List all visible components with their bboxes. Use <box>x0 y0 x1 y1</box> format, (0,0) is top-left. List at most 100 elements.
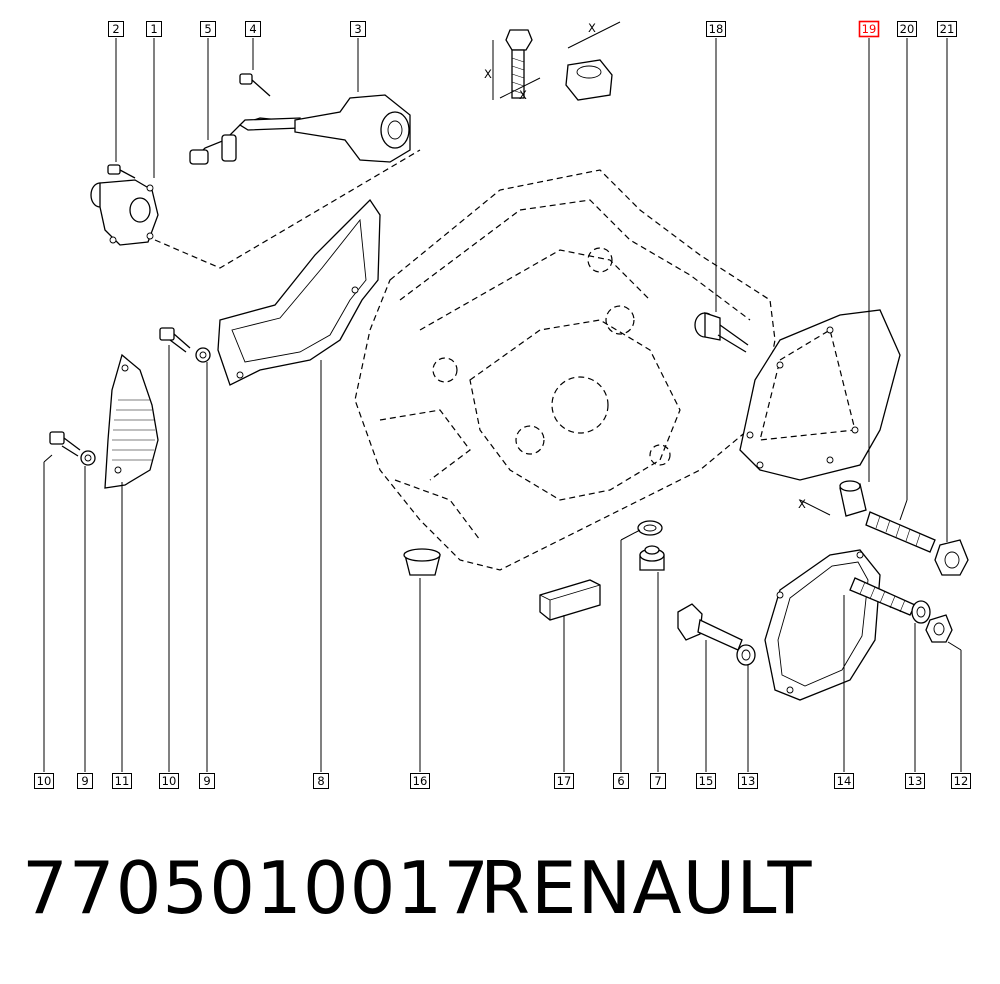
callout-15: 15 <box>696 773 716 789</box>
callout-number: 15 <box>699 774 714 788</box>
callout-13b: 13 <box>905 773 925 789</box>
gearbox-housing <box>354 169 776 571</box>
callout-3: 3 <box>350 21 366 37</box>
callout-number: 9 <box>203 774 210 788</box>
nut-dimension-detail <box>565 21 621 101</box>
washer-13b-hole <box>916 606 926 618</box>
callout-number: 3 <box>354 22 361 36</box>
washer-13a-hole <box>741 649 751 661</box>
callout-box <box>200 21 216 37</box>
dimension-x-label: X <box>588 21 596 35</box>
callout-box <box>706 21 726 37</box>
callout-number: 9 <box>81 774 88 788</box>
callout-11: 11 <box>112 773 132 789</box>
dimension-x-label: X <box>519 88 527 102</box>
brand-name: RENAULT <box>480 846 813 930</box>
cover-plate-lower <box>764 549 881 701</box>
callout-number: 1 <box>150 22 157 36</box>
part-number: 7705010017 <box>22 846 491 930</box>
callout-box <box>159 773 179 789</box>
callout-number: 16 <box>413 774 428 788</box>
plug-16 <box>403 548 441 576</box>
stud-14 <box>849 577 916 616</box>
dowel-19 <box>839 480 867 517</box>
callout-box <box>905 773 925 789</box>
nut-12 <box>925 614 953 643</box>
callout-12: 12 <box>951 773 971 789</box>
callout-number: 10 <box>37 774 52 788</box>
callout-box <box>937 21 957 37</box>
callout-6: 6 <box>613 773 629 789</box>
nut-21 <box>934 539 969 576</box>
clutch-slave-cylinder <box>294 94 411 163</box>
washer-9b-hole <box>199 351 207 359</box>
bolt-2 <box>107 164 136 179</box>
callout-14: 14 <box>834 773 854 789</box>
bolt-4 <box>239 73 271 97</box>
callout-number: 7 <box>654 774 661 788</box>
label-17 <box>539 579 601 621</box>
dimension-x-label: X <box>484 67 492 81</box>
callout-16: 16 <box>410 773 430 789</box>
callout-20: 20 <box>897 21 917 37</box>
callout-21: 21 <box>937 21 957 37</box>
callout-2: 2 <box>108 21 124 37</box>
bolt-15 <box>677 603 743 651</box>
callout-number: 19 <box>862 22 877 36</box>
callout-number: 13 <box>741 774 756 788</box>
callout-7: 7 <box>650 773 666 789</box>
callout-number: 21 <box>940 22 955 36</box>
clutch-guide-tube <box>90 179 159 246</box>
drain-plug-7 <box>639 545 665 571</box>
leader-lines <box>43 38 962 772</box>
callout-box <box>34 773 54 789</box>
cover-11 <box>104 353 159 489</box>
dimension-x-label: X <box>798 497 806 511</box>
gasket-8 <box>217 198 381 386</box>
callout-box <box>613 773 629 789</box>
callout-19: 19 <box>858 20 880 38</box>
callout-1: 1 <box>146 21 162 37</box>
callout-box <box>199 773 215 789</box>
callout-number: 4 <box>249 22 256 36</box>
callout-box <box>112 773 132 789</box>
callout-number: 20 <box>900 22 915 36</box>
callout-box <box>650 773 666 789</box>
callout-4: 4 <box>245 21 261 37</box>
callout-18: 18 <box>706 21 726 37</box>
assembly-dash-line <box>154 149 421 269</box>
callout-10b: 10 <box>159 773 179 789</box>
callout-box <box>834 773 854 789</box>
seal-6-hole <box>643 524 657 532</box>
callout-box <box>77 773 93 789</box>
callout-13a: 13 <box>738 773 758 789</box>
callout-number: 17 <box>557 774 572 788</box>
callout-box <box>738 773 758 789</box>
callout-box <box>554 773 574 789</box>
callout-9a: 9 <box>77 773 93 789</box>
callout-box <box>951 773 971 789</box>
washer-9a-hole <box>84 454 92 462</box>
callout-box <box>696 773 716 789</box>
bolt-10b <box>159 327 191 353</box>
stud-18 <box>694 312 749 353</box>
callout-number: 6 <box>617 774 624 788</box>
callout-box <box>108 21 124 37</box>
callout-number: 11 <box>115 774 130 788</box>
callout-number: 14 <box>837 774 852 788</box>
bolt-dimension-detail <box>492 29 541 100</box>
bolt-10a <box>49 431 81 457</box>
cover-plate-upper <box>739 309 901 481</box>
callout-box <box>245 21 261 37</box>
stud-20 <box>865 511 936 553</box>
callout-box <box>313 773 329 789</box>
callout-9b: 9 <box>199 773 215 789</box>
callout-number: 13 <box>908 774 923 788</box>
callout-17: 17 <box>554 773 574 789</box>
callout-box <box>350 21 366 37</box>
callout-number: 2 <box>112 22 119 36</box>
callout-number: 12 <box>954 774 969 788</box>
callout-10a: 10 <box>34 773 54 789</box>
